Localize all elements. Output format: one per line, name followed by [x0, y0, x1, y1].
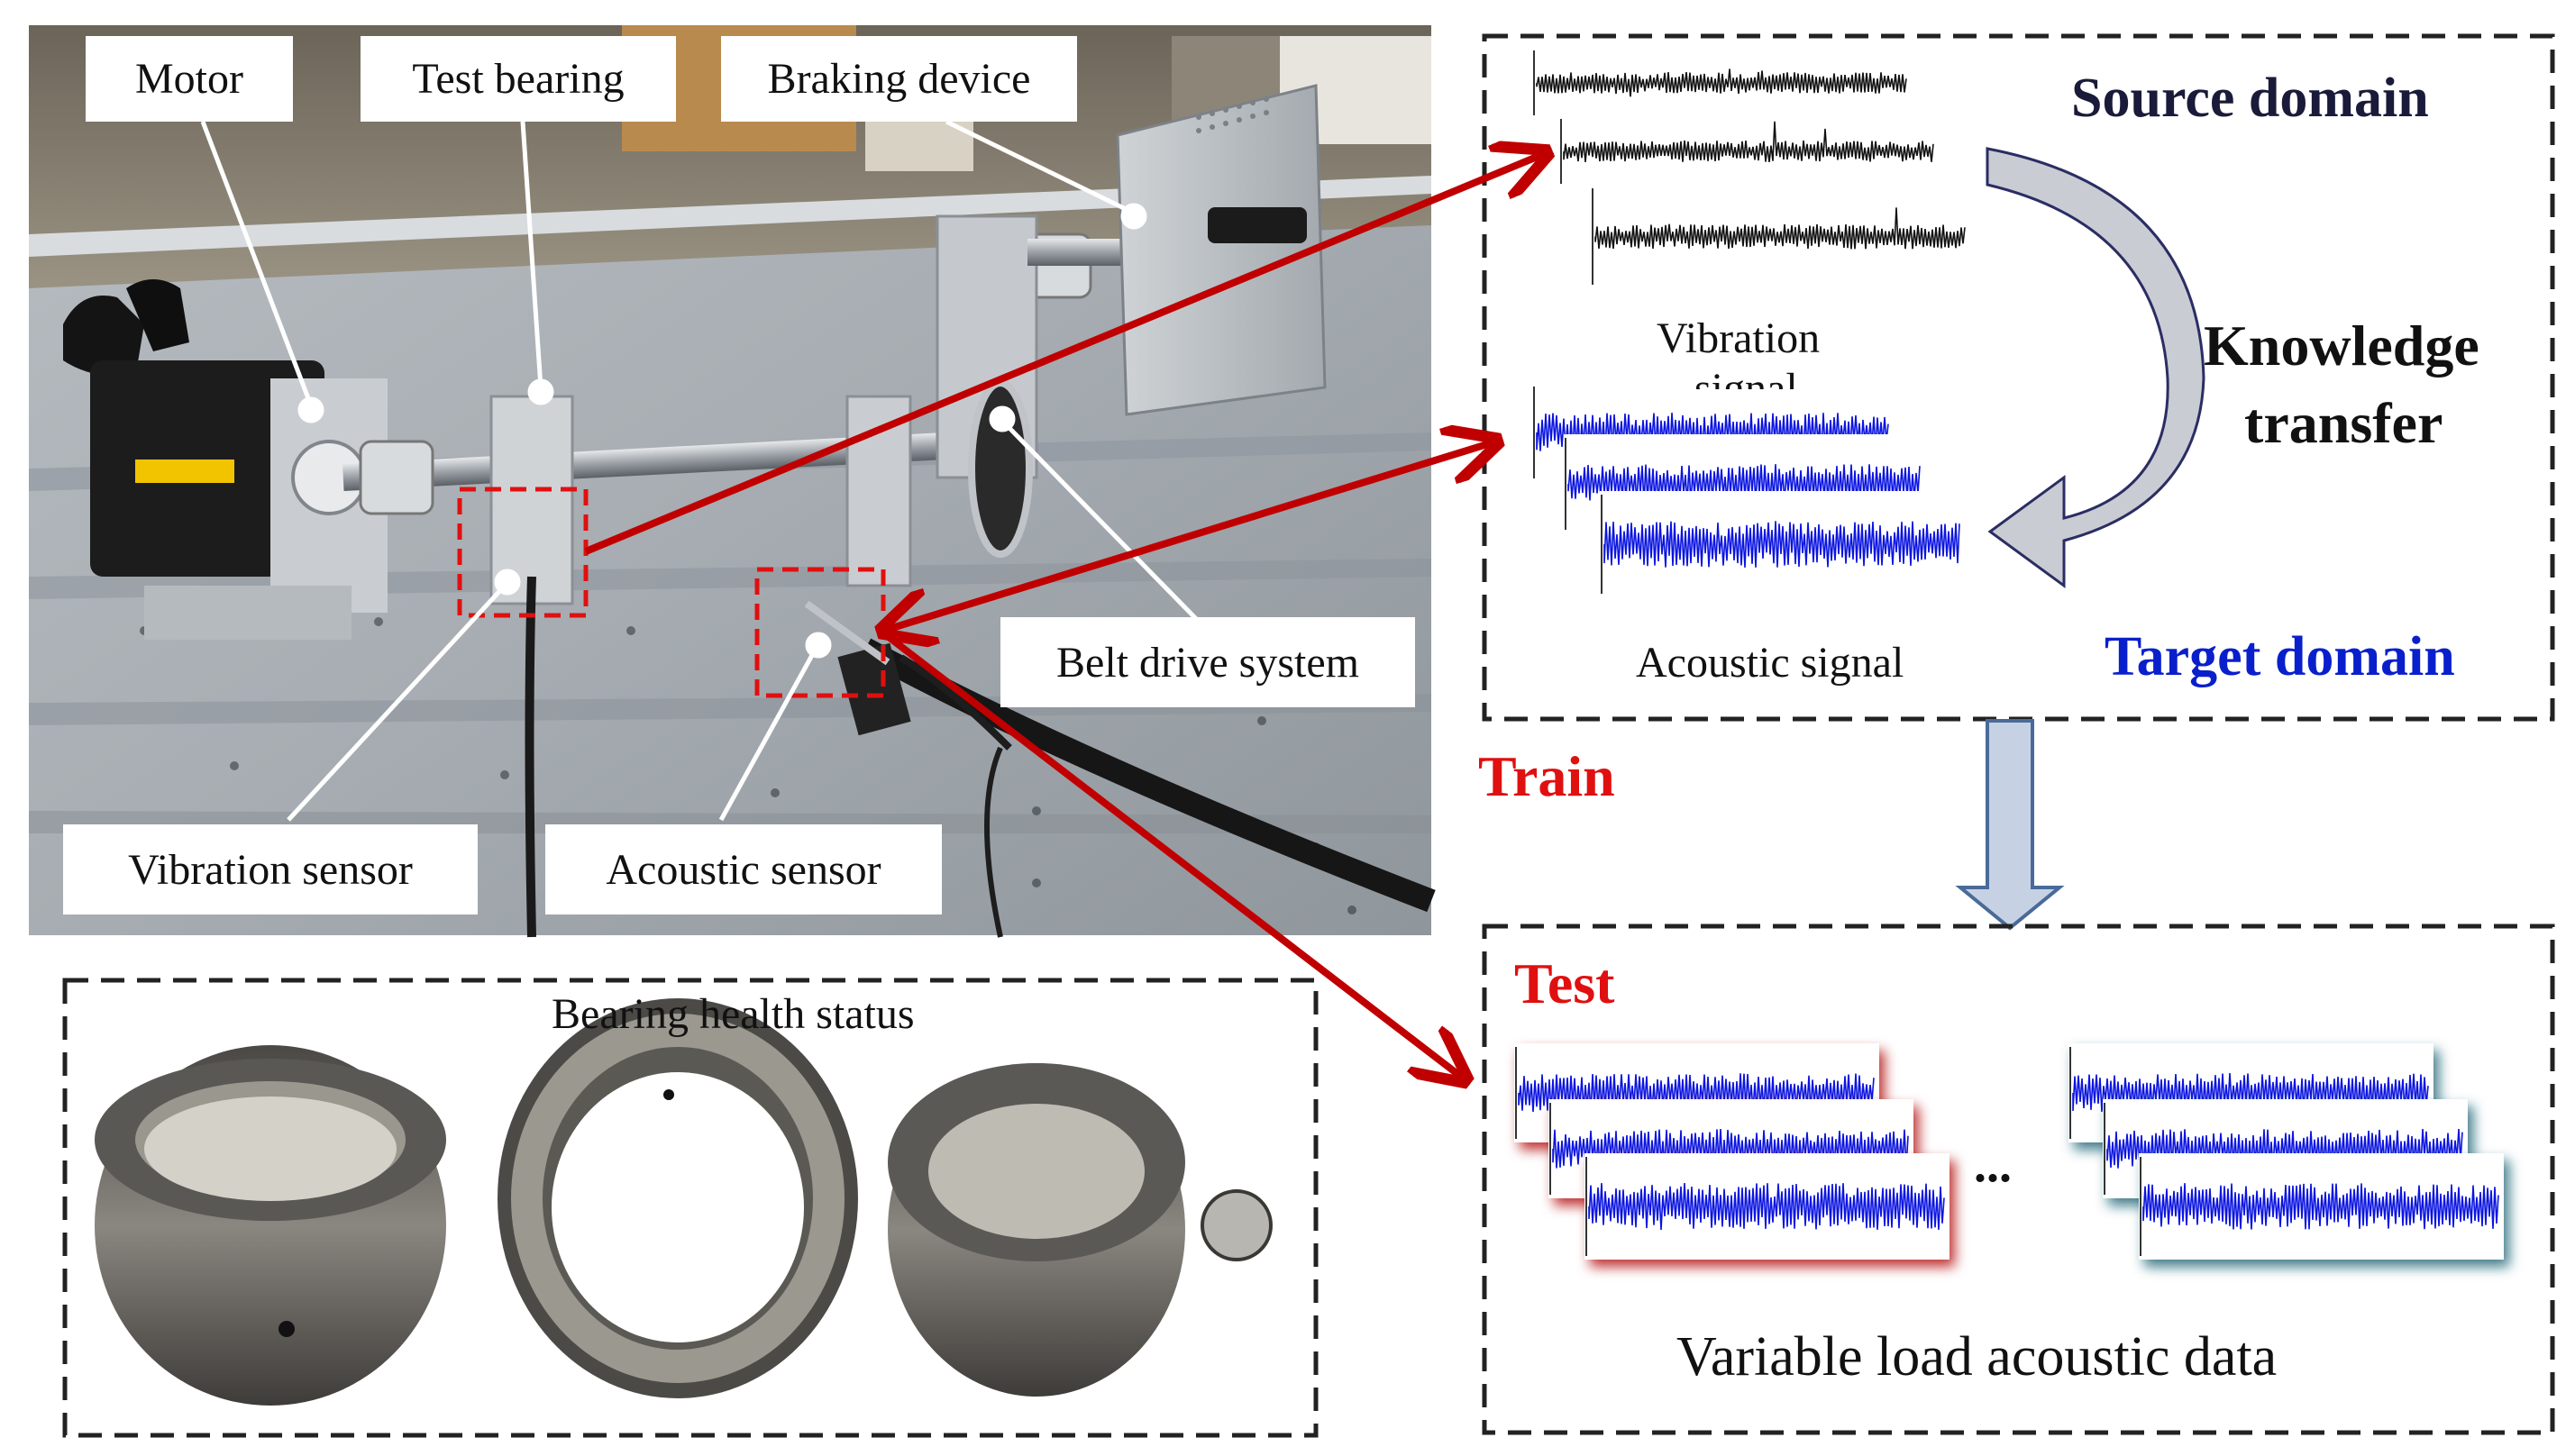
vibration-waveform — [1591, 185, 1969, 288]
target-domain-title: Target domain — [2105, 626, 2455, 687]
acoustic-signal-caption: Acoustic signal — [1636, 639, 1904, 687]
bearing-2 — [498, 998, 858, 1398]
bearing-1 — [95, 1045, 446, 1406]
test-label: Test — [1514, 951, 1615, 1015]
knowledge-transfer-arrow — [1986, 147, 2205, 588]
vibration-signal-stack — [1532, 47, 1969, 288]
motor — [63, 279, 388, 640]
knowledge-transfer-line2: transfer — [2244, 391, 2443, 455]
vibration-waveform — [1559, 115, 1938, 187]
belt-drive-label: Belt drive system — [1000, 617, 1415, 707]
vibration-sensor-label: Vibration sensor — [63, 824, 478, 915]
test-signal-stack-left — [1514, 1043, 1950, 1260]
vibration-signal-caption-partial: signal — [1694, 368, 1798, 389]
test-panel-frame — [1482, 924, 2555, 1435]
acoustic-signal-stack — [1532, 383, 1965, 597]
test-bearing-label: Test bearing — [361, 36, 676, 122]
variable-load-caption: Variable load acoustic data — [1676, 1326, 2278, 1388]
test-waveform — [2139, 1153, 2504, 1260]
vibration-signal-caption: Vibration — [1657, 314, 1821, 362]
knowledge-transfer-line1: Knowledge — [2204, 314, 2479, 378]
train-label: Train — [1478, 744, 1615, 808]
braking-device — [1116, 84, 1327, 416]
data-flow-arrows — [584, 153, 1546, 1079]
train-to-test-arrow — [1955, 719, 2065, 931]
vibration-waveform — [1532, 47, 1911, 119]
motor-label: Motor — [86, 36, 293, 122]
bearing-panel-frame — [62, 978, 1319, 1438]
braking-device-label: Braking device — [721, 36, 1077, 122]
acoustic-sensor-label: Acoustic sensor — [545, 824, 942, 915]
acoustic-waveform — [1600, 491, 1965, 597]
test-waveform — [1584, 1153, 1950, 1260]
bearing-3 — [888, 1063, 1273, 1397]
test-rig-photo — [29, 25, 1436, 938]
vibration-sensor-highlight — [457, 487, 589, 618]
bearing-panel-title: Bearing health status — [552, 990, 915, 1038]
test-signal-stack-right — [2068, 1043, 2504, 1260]
source-domain-title: Source domain — [2071, 68, 2429, 129]
ellipsis: ... — [1974, 1137, 2012, 1193]
